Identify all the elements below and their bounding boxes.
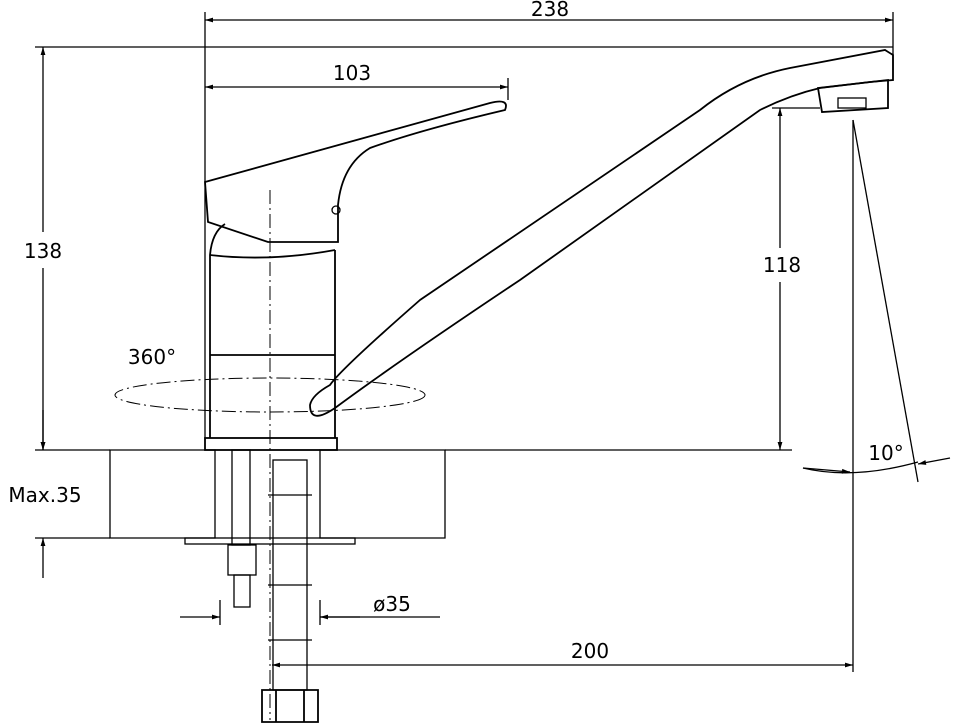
label-handle-length: 103 <box>333 61 371 85</box>
label-max-thickness: Max.35 <box>8 483 81 507</box>
faucet-body <box>204 223 338 451</box>
countertop-section <box>109 449 446 545</box>
flexible-hose <box>261 459 319 723</box>
extension-lines <box>35 12 919 672</box>
label-overall-length: 238 <box>531 0 569 21</box>
label-spout-reach: 200 <box>571 639 609 663</box>
threaded-rod <box>227 449 257 608</box>
label-rotation: 360° <box>128 345 176 369</box>
dimension-labels: 238 103 138 118 360° 10° Max.35 ø35 200 <box>8 0 903 663</box>
label-overall-height: 138 <box>24 239 62 263</box>
label-hole-diameter: ø35 <box>373 592 411 616</box>
spout <box>309 49 894 417</box>
dimension-lines <box>40 17 951 668</box>
label-spout-angle: 10° <box>868 441 903 465</box>
label-spout-height: 118 <box>763 253 801 277</box>
lever-handle <box>204 100 507 243</box>
